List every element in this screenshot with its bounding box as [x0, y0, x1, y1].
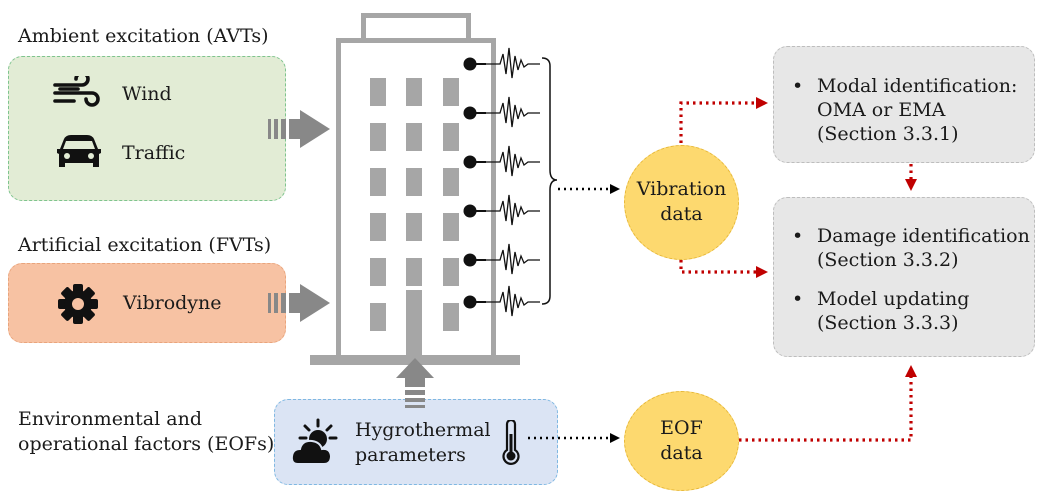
ambient-heading: Ambient excitation (AVTs)	[18, 25, 269, 47]
waveform-icon	[486, 194, 540, 226]
hygrothermal-arrow	[396, 358, 434, 408]
waveform-icon	[486, 47, 540, 79]
gear-icon	[58, 284, 98, 324]
model-bullet: •	[792, 288, 804, 310]
traffic-label: Traffic	[122, 142, 186, 164]
waveform-icon	[486, 243, 540, 275]
vibration-data-node	[624, 145, 739, 260]
model-line2: (Section 3.3.3)	[817, 312, 959, 334]
vibrodyne-label: Vibrodyne	[123, 292, 222, 314]
car-icon	[57, 135, 101, 167]
hygrothermal-label-line2: parameters	[355, 444, 466, 466]
sun-cloud-icon	[290, 418, 338, 465]
wind-label: Wind	[122, 83, 172, 105]
sensor-brace	[541, 57, 558, 305]
vibration-data-line2: data	[660, 203, 703, 225]
hygrothermal-label-line1: Hygrothermal	[355, 419, 491, 441]
sensor-array	[463, 47, 540, 317]
damage-bullet: •	[792, 225, 804, 247]
model-line1: Model updating	[817, 288, 970, 310]
eof-heading-line2: operational factors (EOFs)	[18, 433, 275, 455]
modal-identification-box	[773, 46, 1035, 163]
eof-data-line2: data	[660, 442, 703, 464]
damage-line2: (Section 3.3.2)	[817, 249, 959, 271]
eof-data-line1: EOF	[660, 417, 703, 439]
eof-to-damage-arrow	[739, 365, 917, 442]
vibration-to-modal-arrow	[679, 97, 768, 143]
artificial-heading: Artificial excitation (FVTs)	[18, 234, 272, 256]
eof-data-node	[624, 391, 739, 491]
vibrodyne-arrow	[268, 284, 330, 322]
building-windows	[370, 78, 459, 331]
thermometer-icon	[502, 420, 520, 465]
vibration-to-damage-arrow	[679, 260, 768, 278]
modal-bullet: •	[792, 75, 804, 97]
eof-heading-line1: Environmental and	[18, 408, 202, 430]
damage-line1: Damage identification	[817, 225, 1030, 247]
modal-line1: Modal identification:	[817, 75, 1018, 97]
waveform-icon	[486, 285, 540, 317]
wind-traffic-arrow	[268, 110, 330, 148]
wind-icon	[53, 76, 100, 107]
modal-line2: OMA or EMA	[817, 99, 946, 121]
vibration-data-line1: Vibration	[636, 178, 727, 200]
damage-identification-box	[773, 197, 1035, 357]
waveform-icon	[486, 145, 540, 177]
modal-line3: (Section 3.3.1)	[817, 123, 959, 145]
artificial-excitation-box	[8, 263, 286, 343]
waveform-icon	[486, 96, 540, 128]
